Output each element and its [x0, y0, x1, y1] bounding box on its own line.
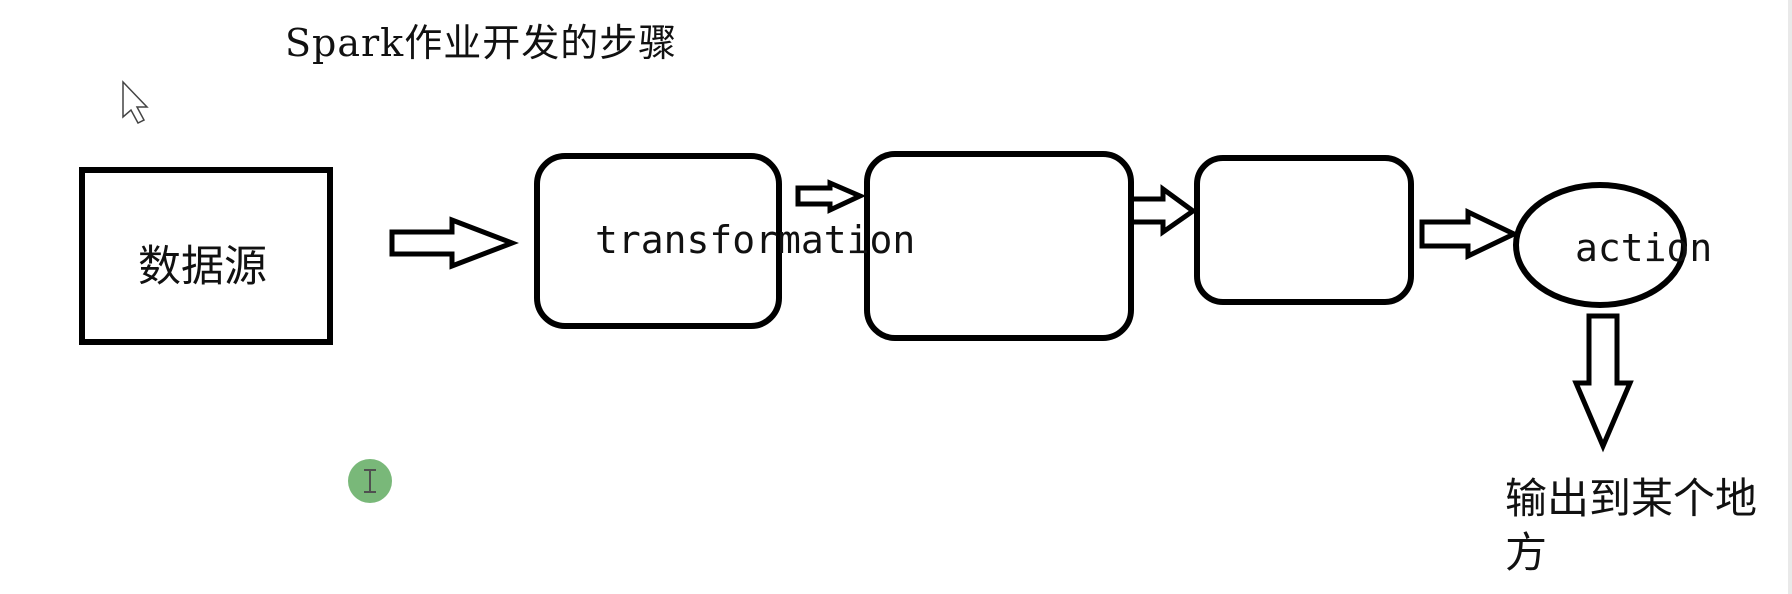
- diagram-title: Spark作业开发的步骤: [285, 21, 678, 65]
- intermediate-stage-box: [864, 151, 1134, 341]
- output-label: 输出到某个地方: [1505, 474, 1758, 577]
- text-cursor-icon: [364, 469, 376, 493]
- data-source-box: [79, 167, 333, 345]
- arrow-right-icon: [389, 216, 519, 270]
- mouse-pointer-icon: [122, 80, 149, 124]
- transformation-label: transformation: [595, 218, 916, 262]
- data-source-label: 数据源: [138, 242, 267, 292]
- arrow-right-icon: [1419, 208, 1520, 260]
- action-ellipse: [1513, 182, 1687, 308]
- arrow-right-icon: [1128, 184, 1198, 237]
- arrow-right-icon: [795, 179, 867, 214]
- arrow-down-icon: [1572, 313, 1634, 453]
- right-edge-strip: [1788, 0, 1792, 594]
- intermediate-stage-box: [1194, 155, 1414, 305]
- transformation-box: [534, 153, 782, 329]
- action-label: action: [1575, 226, 1713, 270]
